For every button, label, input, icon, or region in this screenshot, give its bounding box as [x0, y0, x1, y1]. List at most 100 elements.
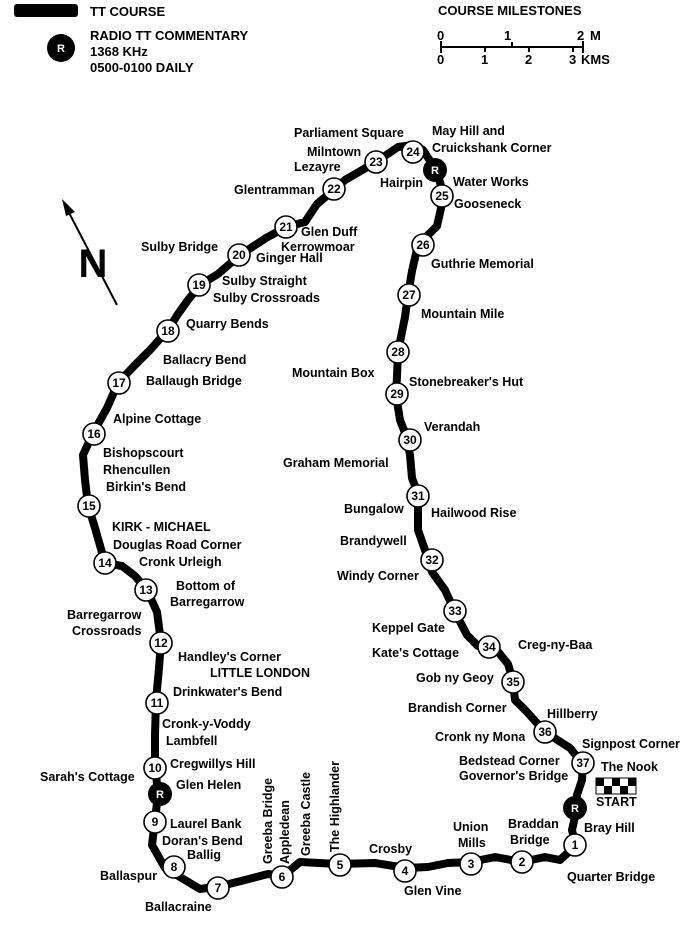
milestone-32: 32 — [420, 548, 444, 572]
place-brandish-corner: Brandish Corner — [408, 701, 507, 715]
svg-text:6: 6 — [279, 870, 286, 884]
svg-text:27: 27 — [402, 288, 416, 302]
scale-km-3: 3 — [569, 52, 576, 67]
place-bray-hill: Bray Hill — [584, 821, 635, 835]
scale-mile-1: 1 — [504, 28, 511, 43]
place-glentramman: Glentramman — [234, 183, 315, 197]
milestone-35: 35 — [501, 670, 525, 694]
place-rhencullen: Rhencullen — [103, 463, 170, 477]
legend-radio-line-2: 1368 KHz — [90, 44, 148, 59]
place-ginger-hall: Ginger Hall — [256, 251, 323, 265]
milestone-37: 37 — [571, 751, 595, 775]
place-stonebreakers-hut: Stonebreaker's Hut — [409, 375, 524, 389]
svg-text:29: 29 — [390, 387, 404, 401]
svg-text:19: 19 — [192, 278, 206, 292]
svg-text:23: 23 — [369, 155, 383, 169]
milestone-27: 27 — [397, 283, 421, 307]
svg-text:R: R — [156, 789, 164, 801]
place-graham-memorial: Graham Memorial — [283, 456, 389, 470]
place-union: Union — [453, 820, 488, 834]
place-bishopscourt: Bishopscourt — [103, 446, 184, 460]
svg-text:7: 7 — [215, 881, 222, 895]
place-governors-bridge: Governor's Bridge — [459, 769, 568, 783]
svg-text:32: 32 — [425, 553, 439, 567]
milestone-18: 18 — [156, 319, 180, 343]
north-label: N — [79, 242, 108, 286]
place-milntown: Milntown — [307, 145, 361, 159]
place-barregarrow: Barregarrow — [170, 595, 245, 609]
place-ballacry-bend: Ballacry Bend — [163, 353, 246, 367]
place-keppel-gate: Keppel Gate — [372, 621, 445, 635]
svg-text:31: 31 — [411, 489, 425, 503]
place-handleys-corner: Handley's Corner — [178, 650, 281, 664]
milestone-36: 36 — [533, 720, 557, 744]
scale-bar — [440, 41, 584, 53]
svg-text:9: 9 — [152, 815, 159, 829]
svg-text:12: 12 — [154, 636, 168, 650]
milestone-29: 29 — [385, 382, 409, 406]
legend-radio-line-3: 0500-0100 DAILY — [90, 60, 194, 75]
place-douglas-road-corner: Douglas Road Corner — [113, 538, 242, 552]
legend-radio-line-1: RADIO TT COMMENTARY — [90, 28, 248, 43]
place-hillberry: Hillberry — [547, 707, 598, 721]
svg-text:15: 15 — [82, 499, 96, 513]
place-braddan: Braddan — [508, 817, 559, 831]
place-cregwillys-hill: Cregwillys Hill — [170, 757, 255, 771]
place-water-works: Water Works — [453, 175, 529, 189]
place-greeba-bridge: Greeba Bridge — [261, 778, 275, 864]
svg-text:28: 28 — [391, 345, 405, 359]
place-the-nook: The Nook — [601, 760, 658, 774]
milestone-4: 4 — [393, 859, 417, 883]
place-ballaspur: Ballaspur — [100, 869, 157, 883]
place-gob-ny-geoy: Gob ny Geoy — [416, 671, 494, 685]
svg-text:R: R — [431, 165, 439, 177]
place-bottom-of: Bottom of — [176, 579, 236, 593]
milestone-9: 9 — [143, 810, 167, 834]
place-creg-ny-baa: Creg-ny-Baa — [518, 638, 593, 652]
place-glen-duff: Glen Duff — [301, 225, 358, 239]
scale-title: COURSE MILESTONES — [438, 3, 582, 18]
radio-marker-glen-helen: R — [148, 782, 172, 806]
place-little-london: LITTLE LONDON — [210, 666, 310, 680]
place-ballaugh-bridge: Ballaugh Bridge — [146, 374, 242, 388]
milestone-markers: 1 2 3 4 5 6 7 8 9 10 11 12 13 14 15 16 1… — [77, 140, 595, 900]
place-glen-vine: Glen Vine — [404, 884, 461, 898]
milestone-15: 15 — [77, 494, 101, 518]
place-sulby-crossroads: Sulby Crossroads — [213, 291, 320, 305]
place-bungalow: Bungalow — [344, 502, 404, 516]
scale-mile-0: 0 — [437, 28, 444, 43]
svg-text:30: 30 — [403, 433, 417, 447]
svg-text:24: 24 — [406, 145, 420, 159]
place-hailwood-rise: Hailwood Rise — [431, 506, 516, 520]
milestone-26: 26 — [411, 233, 435, 257]
place-kerrowmoar: Kerrowmoar — [281, 240, 355, 254]
place-cronk-y-voddy: Cronk-y-Voddy — [162, 717, 251, 731]
place-the-highlander: The Highlander — [328, 761, 342, 852]
svg-text:5: 5 — [337, 858, 344, 872]
place-barregarrow-crossroads-1: Barregarrow — [67, 608, 142, 622]
milestone-16: 16 — [82, 422, 106, 446]
milestone-28: 28 — [386, 340, 410, 364]
svg-text:20: 20 — [232, 248, 246, 262]
place-cronk-urleigh: Cronk Urleigh — [139, 555, 222, 569]
milestone-2: 2 — [510, 850, 534, 874]
svg-text:2: 2 — [519, 855, 526, 869]
svg-text:8: 8 — [171, 860, 178, 874]
place-lezayre: Lezayre — [294, 160, 341, 174]
place-bedstead-corner: Bedstead Corner — [459, 754, 560, 768]
place-may-hill-and: May Hill and — [432, 124, 505, 138]
place-signpost-corner: Signpost Corner — [582, 737, 680, 751]
milestone-5: 5 — [328, 853, 352, 877]
place-bridge: Bridge — [510, 833, 550, 847]
milestone-6: 6 — [270, 865, 294, 889]
place-alpine-cottage: Alpine Cottage — [113, 412, 201, 426]
milestone-33: 33 — [443, 599, 467, 623]
milestone-20: 20 — [227, 243, 251, 267]
milestone-3: 3 — [459, 852, 483, 876]
place-dorans-bend: Doran's Bend — [162, 834, 243, 848]
milestone-8: 8 — [162, 855, 186, 879]
scale-km-0: 0 — [437, 52, 444, 67]
place-quarter-bridge: Quarter Bridge — [567, 870, 655, 884]
svg-text:37: 37 — [576, 756, 590, 770]
